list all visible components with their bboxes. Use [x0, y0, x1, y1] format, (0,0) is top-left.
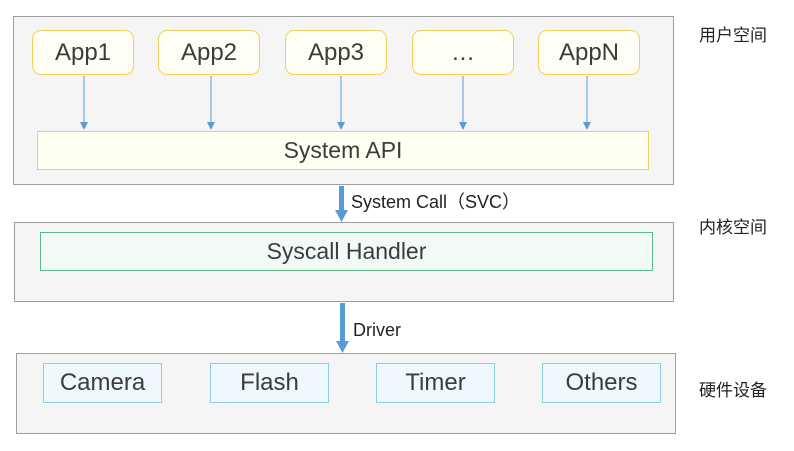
user-space-label: 用户空间 — [699, 26, 767, 45]
driver-label: Driver — [353, 320, 401, 340]
app-box: App1 — [32, 30, 134, 75]
system-call-arrow-shaft — [339, 186, 344, 211]
driver-arrow-head — [336, 341, 349, 353]
system-call-arrow-head — [335, 210, 348, 222]
app-box-ellipsis: … — [412, 30, 514, 75]
app-box: AppN — [538, 30, 640, 75]
syscall-handler-box: Syscall Handler — [40, 232, 653, 271]
driver-arrow-shaft — [340, 303, 345, 342]
hardware-device-box: Timer — [376, 363, 495, 403]
hardware-device-box: Others — [542, 363, 661, 403]
app-box: App3 — [285, 30, 387, 75]
system-call-label: System Call（SVC） — [351, 192, 521, 212]
system-api-box: System API — [37, 131, 649, 170]
hardware-label: 硬件设备 — [699, 381, 767, 400]
kernel-space-label: 内核空间 — [699, 218, 767, 237]
hardware-device-box: Flash — [210, 363, 329, 403]
hardware-device-box: Camera — [43, 363, 162, 403]
app-box: App2 — [158, 30, 260, 75]
